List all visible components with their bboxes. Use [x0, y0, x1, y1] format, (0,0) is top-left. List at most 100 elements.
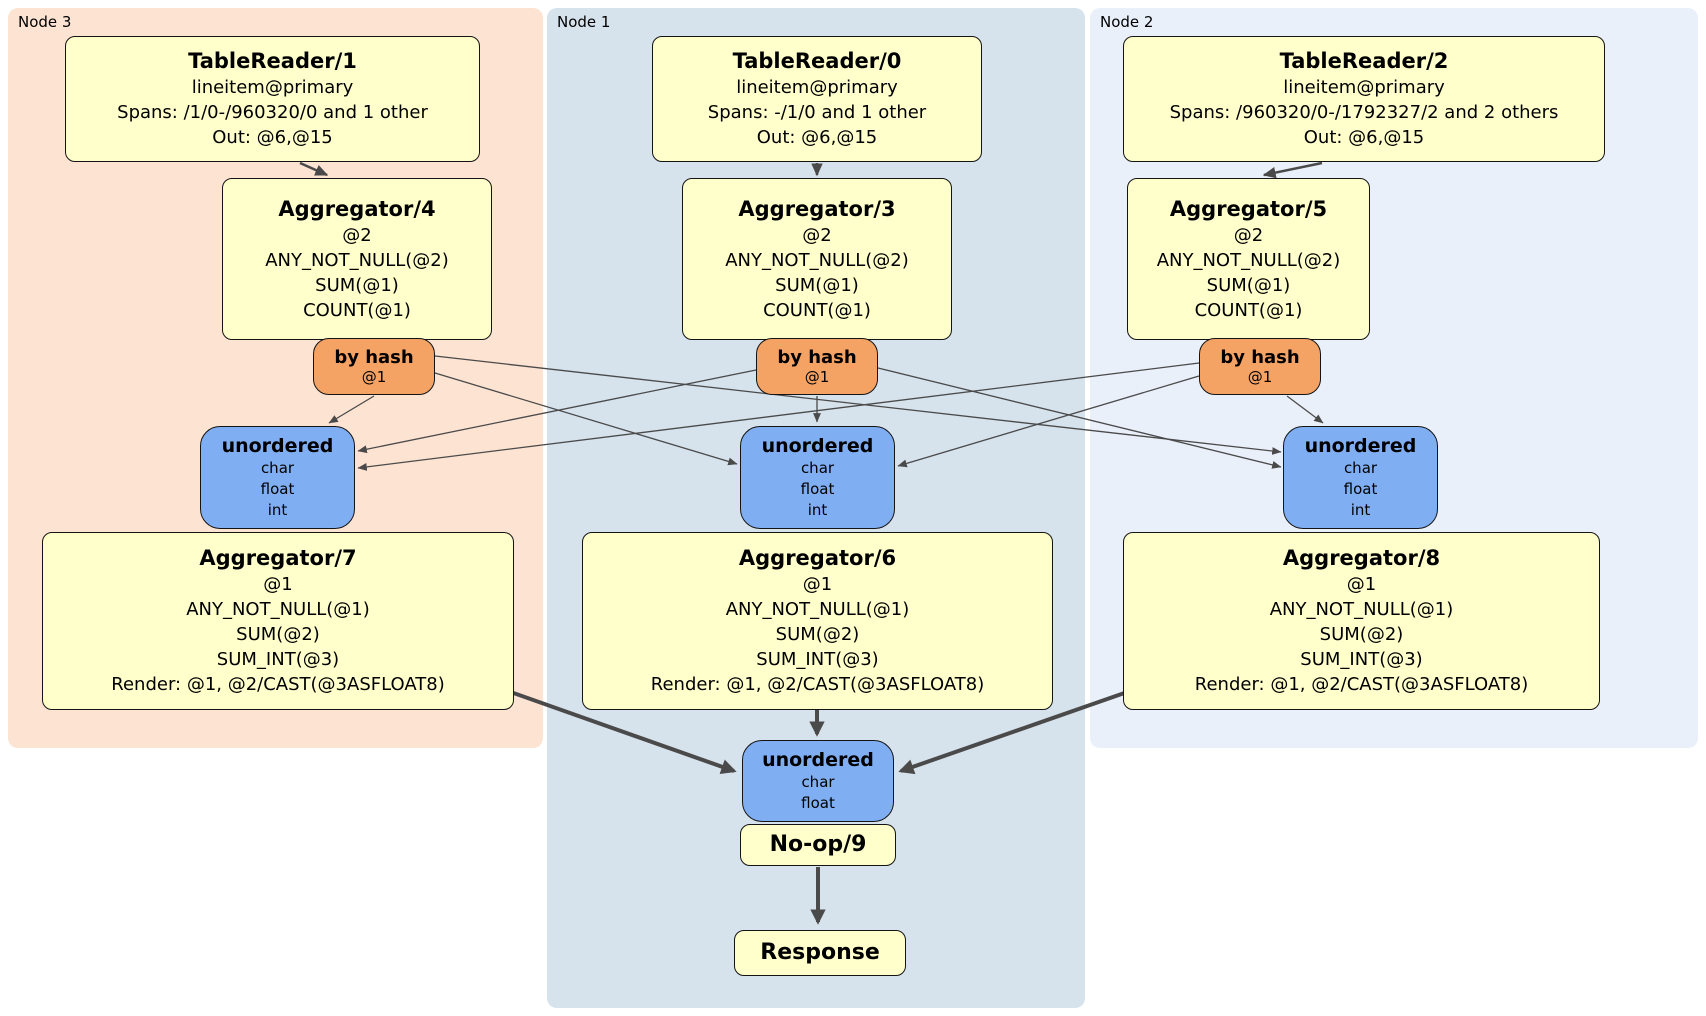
processor-attr: SUM(@2)	[775, 624, 860, 645]
processor-aggregator-5: Aggregator/5 @2 ANY_NOT_NULL(@2) SUM(@1)…	[1127, 178, 1370, 340]
edge-tr1-agg4-arrow	[299, 161, 329, 177]
edge-bhL-unL-arrow	[328, 395, 375, 424]
edge-bhC-unL-arrow	[357, 369, 757, 454]
processor-attr: SUM_INT(@3)	[1300, 649, 1423, 670]
processor-tablereader-2: TableReader/2 lineitem@primary Spans: /9…	[1123, 36, 1605, 162]
processor-attr: lineitem@primary	[191, 77, 354, 98]
processor-title: Aggregator/6	[738, 546, 897, 570]
processor-attr: Out: @6,@15	[1303, 127, 1425, 148]
edge-bhL-unR-arrow	[434, 355, 1282, 455]
edge-bhL-unC-arrow	[434, 372, 738, 466]
sync-title: unordered	[762, 749, 874, 771]
edge-tr2-agg5-arrow	[1262, 161, 1323, 179]
processor-aggregator-8: Aggregator/8 @1 ANY_NOT_NULL(@1) SUM(@2)…	[1123, 532, 1600, 710]
processor-attr: COUNT(@1)	[763, 299, 871, 321]
sync-column: char	[800, 459, 835, 477]
edge-bhR-unL-arrow	[357, 362, 1200, 471]
processor-attr: ANY_NOT_NULL(@2)	[1156, 249, 1341, 271]
processor-attr: @1	[1346, 574, 1377, 595]
router-by-hash-left: by hash @1	[313, 338, 435, 395]
processor-title: Aggregator/8	[1282, 546, 1441, 570]
processor-attr: SUM(@1)	[315, 274, 399, 296]
region-label-node-1: Node 1	[557, 13, 611, 31]
processor-attr: Spans: /960320/0-/1792327/2 and 2 others	[1169, 102, 1559, 123]
processor-attr: Spans: /1/0-/960320/0 and 1 other	[117, 102, 428, 123]
sync-title: unordered	[761, 435, 874, 457]
processor-attr: Render: @1, @2/CAST(@3ASFLOAT8)	[111, 674, 445, 695]
processor-aggregator-4: Aggregator/4 @2 ANY_NOT_NULL(@2) SUM(@1)…	[222, 178, 492, 340]
processor-attr: @1	[802, 574, 833, 595]
processor-attr: ANY_NOT_NULL(@1)	[725, 599, 910, 620]
sync-column: float	[260, 480, 295, 498]
processor-aggregator-6: Aggregator/6 @1 ANY_NOT_NULL(@1) SUM(@2)…	[582, 532, 1053, 710]
sync-unordered-right: unordered char float int	[1283, 426, 1438, 529]
router-key: @1	[804, 368, 830, 386]
processor-attr: @2	[1233, 224, 1264, 246]
processor-aggregator-7: Aggregator/7 @1 ANY_NOT_NULL(@1) SUM(@2)…	[42, 532, 514, 710]
processor-attr: @2	[802, 224, 832, 246]
processor-attr: COUNT(@1)	[1194, 299, 1303, 321]
router-by-hash-right: by hash @1	[1199, 338, 1321, 395]
processor-tablereader-1: TableReader/1 lineitem@primary Spans: /1…	[65, 36, 480, 162]
processor-attr: Render: @1, @2/CAST(@3ASFLOAT8)	[650, 674, 985, 695]
sync-column: char	[801, 773, 835, 791]
processor-title: Aggregator/5	[1169, 196, 1328, 221]
processor-aggregator-3: Aggregator/3 @2 ANY_NOT_NULL(@2) SUM(@1)…	[682, 178, 952, 340]
sync-column: float	[1343, 480, 1378, 498]
processor-attr: Out: @6,@15	[212, 127, 333, 148]
edge-bhR-unC-arrow	[897, 375, 1200, 468]
processor-title: TableReader/2	[1279, 49, 1449, 73]
processor-attr: Out: @6,@15	[756, 127, 878, 148]
sync-unordered-center: unordered char float int	[740, 426, 895, 529]
router-key: @1	[361, 368, 387, 386]
processor-attr: SUM(@2)	[236, 624, 320, 645]
processor-attr: Render: @1, @2/CAST(@3ASFLOAT8)	[1194, 674, 1529, 695]
sync-column: float	[800, 480, 835, 498]
processor-attr: SUM_INT(@3)	[216, 649, 340, 670]
processor-title: Aggregator/4	[278, 196, 436, 221]
router-key: @1	[1247, 368, 1273, 386]
sync-column: char	[1343, 459, 1378, 477]
processor-title: No-op/9	[769, 832, 867, 857]
processor-attr: lineitem@primary	[736, 77, 898, 98]
processor-attr: ANY_NOT_NULL(@1)	[1269, 599, 1454, 620]
router-by-hash-center: by hash @1	[756, 338, 878, 395]
processor-attr: SUM(@1)	[775, 274, 859, 296]
response-box: Response	[734, 930, 906, 976]
processor-attr: @2	[342, 224, 372, 246]
sync-column: float	[801, 794, 835, 812]
processor-attr: ANY_NOT_NULL(@2)	[725, 249, 909, 271]
sync-title: unordered	[221, 435, 334, 457]
router-title: by hash	[334, 347, 414, 368]
sync-unordered-left: unordered char float int	[200, 426, 355, 529]
processor-title: Aggregator/3	[738, 196, 896, 221]
processor-title: Response	[760, 940, 880, 965]
sync-column: char	[260, 459, 295, 477]
processor-attr: SUM(@2)	[1319, 624, 1404, 645]
processor-attr: ANY_NOT_NULL(@1)	[186, 599, 370, 620]
processor-attr: Spans: -/1/0 and 1 other	[707, 102, 927, 123]
edge-bhR-unR-arrow	[1286, 395, 1324, 424]
processor-tablereader-0: TableReader/0 lineitem@primary Spans: -/…	[652, 36, 982, 162]
processor-attr: @1	[263, 574, 293, 595]
sync-title: unordered	[1304, 435, 1417, 457]
sync-column: int	[807, 501, 828, 519]
region-label-node-2: Node 2	[1100, 13, 1154, 31]
edge-bhC-unR-arrow	[877, 367, 1282, 469]
processor-title: Aggregator/7	[199, 546, 357, 570]
sync-column: int	[1350, 501, 1371, 519]
sync-column: int	[267, 501, 288, 519]
processor-attr: COUNT(@1)	[303, 299, 411, 321]
sync-unordered-final: unordered char float	[742, 740, 894, 822]
processor-attr: SUM_INT(@3)	[756, 649, 879, 670]
region-label-node-3: Node 3	[18, 13, 72, 31]
router-title: by hash	[1220, 347, 1300, 368]
processor-attr: ANY_NOT_NULL(@2)	[265, 249, 449, 271]
edge-agg7-unF-arrow	[504, 688, 737, 775]
processor-attr: SUM(@1)	[1206, 274, 1291, 296]
processor-attr: lineitem@primary	[1283, 77, 1445, 98]
processor-no-op-9: No-op/9	[740, 824, 896, 866]
processor-title: TableReader/0	[732, 49, 902, 73]
